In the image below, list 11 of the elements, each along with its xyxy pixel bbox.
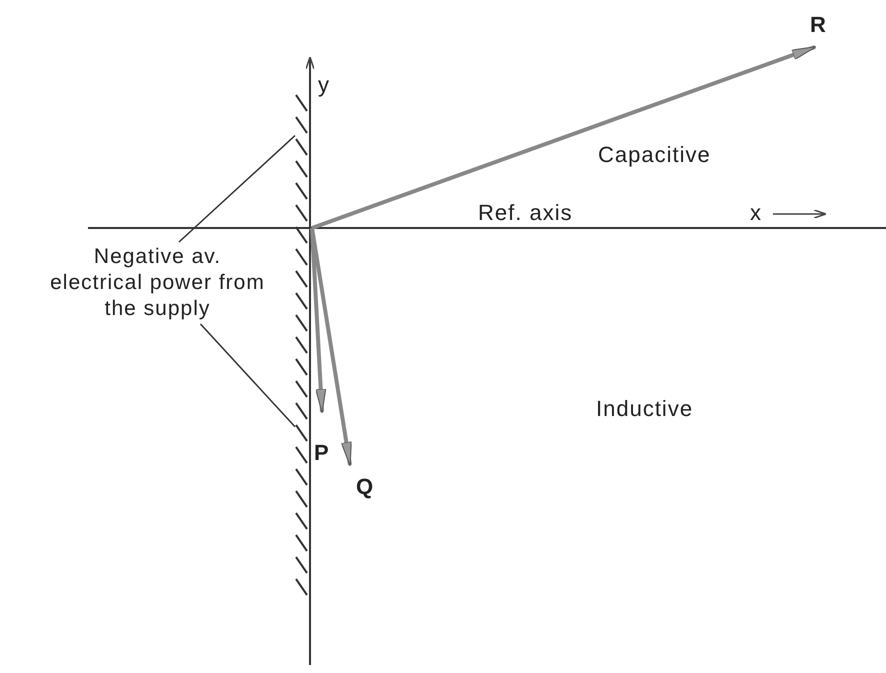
phasor-label: P (314, 440, 330, 466)
axis-label: y (318, 72, 330, 98)
axis-label: x (750, 200, 762, 226)
region-label: Capacitive (598, 142, 711, 168)
phasor-label: Q (356, 474, 374, 500)
region-label: Inductive (596, 396, 694, 422)
annotation-text: Negative av. electrical power from the supply (50, 244, 265, 322)
leader-line (178, 135, 296, 243)
leader-line (200, 324, 296, 428)
axis-label: Ref. axis (478, 200, 573, 226)
phasor-label: R (810, 12, 827, 38)
